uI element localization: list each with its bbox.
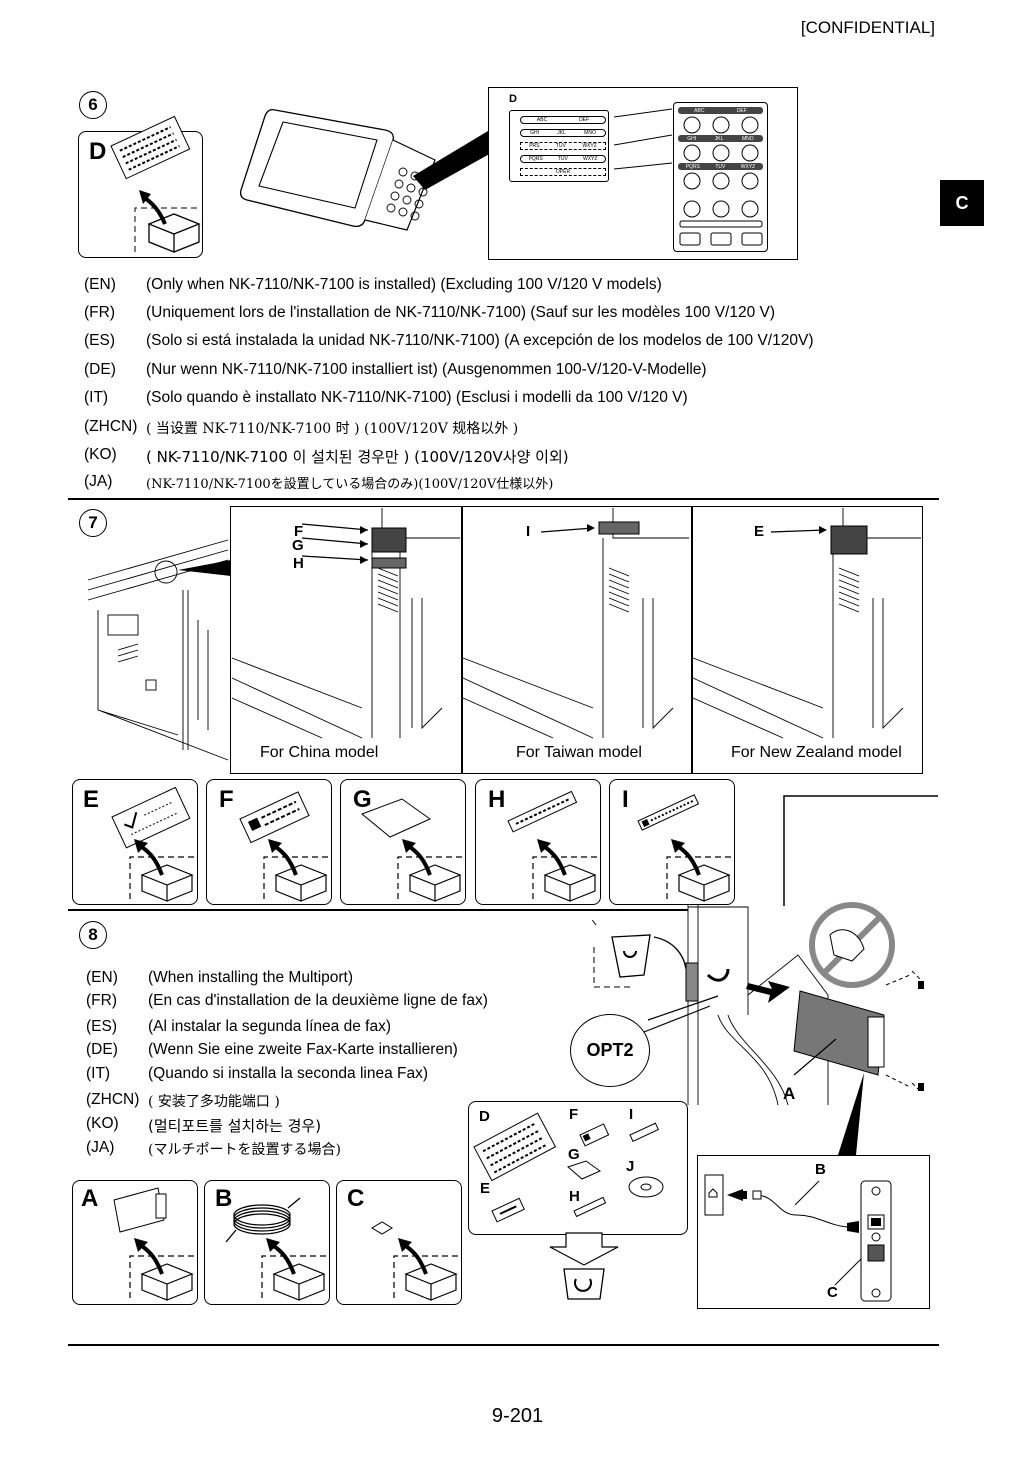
operation-panel-illustration [239, 108, 493, 231]
part-c-box: C [336, 1180, 462, 1305]
connector-label-b: B [815, 1161, 826, 1178]
note-row: (ES)(Al instalar la segunda línea de fax… [86, 1018, 391, 1035]
panel-divider [691, 506, 693, 774]
note-row: (EN)(Only when NK-7110/NK-7100 is instal… [84, 276, 662, 293]
china-model-drawing [231, 508, 460, 739]
discard-label-j: J [626, 1158, 635, 1175]
note-row: (IT)(Solo quando è installato NK-7110/NK… [84, 389, 688, 406]
note-row: (ZHCN)( 安装了多功能端口 ) [86, 1091, 280, 1110]
part-a-box: A [72, 1180, 198, 1305]
parts-box-icons [111, 786, 733, 902]
opt2-callout-pointer [643, 995, 719, 1033]
callout-i: I [526, 523, 531, 540]
machine-side-illustration [87, 539, 231, 761]
discard-label-g: G [568, 1146, 580, 1163]
taiwan-model-drawing [462, 508, 689, 739]
caption-taiwan: For Taiwan model [516, 744, 642, 761]
caption-china: For China model [260, 744, 379, 761]
caption-new-zealand: For New Zealand model [731, 744, 902, 761]
note-row: (FR)(En cas d'installation de la deuxièm… [86, 992, 488, 1009]
label-sheet-in-box-icon [110, 115, 201, 253]
part-b-box: B [204, 1180, 330, 1305]
discard-label-f: F [569, 1106, 579, 1123]
page-number: 9-201 [491, 1405, 544, 1427]
panel-divider [461, 506, 463, 774]
discard-label-d: D [479, 1108, 490, 1125]
step-number-6: 6 [79, 91, 107, 119]
step-number-8: 8 [79, 921, 107, 949]
connector-label-c: C [827, 1284, 838, 1301]
section-divider [68, 498, 939, 500]
note-row: (KO)( NK-7110/NK-7100 이 설치된 경우만 ) (100V/… [84, 446, 569, 466]
footer-divider [68, 1344, 939, 1346]
note-row: (DE)(Wenn Sie eine zweite Fax-Karte inst… [86, 1041, 458, 1058]
connector-detail-drawing [704, 1174, 892, 1302]
step-number-7: 7 [79, 509, 107, 537]
note-row: (EN)(When installing the Multiport) [86, 969, 354, 986]
card-label-a: A [783, 1084, 796, 1103]
discard-parts-icons [473, 1112, 664, 1300]
callout-f: F [294, 523, 304, 540]
discard-label-e: E [480, 1180, 491, 1197]
callout-g: G [292, 537, 304, 554]
note-row: (DE)(Nur wenn NK-7110/NK-7100 installier… [84, 361, 707, 378]
section-bracket [783, 795, 938, 906]
keypad-buttons [613, 108, 763, 246]
opt2-callout: OPT2 [570, 1014, 650, 1087]
note-row: (KO)(멀티포트를 설치하는 경우) [86, 1115, 322, 1135]
note-row: (JA)(マルチポートを設置する場合) [86, 1139, 341, 1158]
callout-e: E [754, 523, 765, 540]
discard-label-h: H [569, 1188, 580, 1205]
parts-abc-icons [113, 1187, 458, 1301]
section-tab: C [940, 180, 984, 226]
part-letter: D [89, 138, 107, 165]
note-row: (ES)(Solo si está instalada la unidad NK… [84, 332, 814, 349]
note-row: (IT)(Quando si installa la seconda linea… [86, 1065, 429, 1082]
label-position-panels [230, 506, 923, 774]
discard-label-i: I [629, 1106, 634, 1123]
part-d-box: D [78, 115, 203, 258]
multiport-install-illustration [589, 902, 924, 1155]
callout-h: H [293, 555, 304, 572]
section-divider [68, 909, 688, 911]
detail-label: D [509, 93, 517, 105]
note-row: (ZHCN)( 当设置 NK-7110/NK-7100 时 ) (100V/12… [84, 418, 519, 437]
note-row: (FR)(Uniquement lors de l'installation d… [84, 304, 776, 321]
new-zealand-model-drawing [692, 508, 921, 739]
confidential-label: [CONFIDENTIAL] [800, 18, 935, 37]
note-row: (JA)(NK-7110/NK-7100を設置している場合のみ)(100V/12… [84, 473, 554, 492]
